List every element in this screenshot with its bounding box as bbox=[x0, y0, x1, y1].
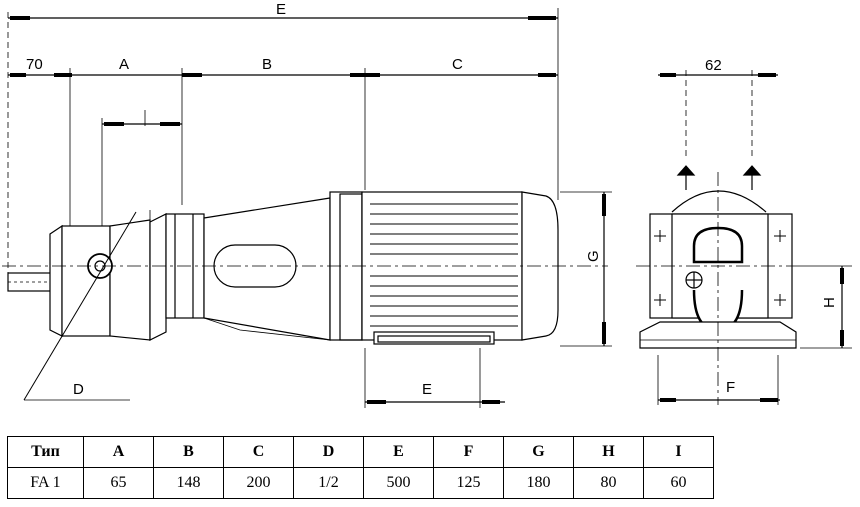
cell-type: FA 1 bbox=[7, 467, 84, 499]
adapter-bell-housing bbox=[203, 197, 331, 341]
header-cell-F: F bbox=[433, 436, 504, 468]
label-F: F bbox=[726, 379, 735, 396]
label-H: H bbox=[821, 297, 838, 308]
label-62: 62 bbox=[705, 57, 722, 74]
cell-C: 200 bbox=[223, 467, 294, 499]
cell-D: 1/2 bbox=[293, 467, 364, 499]
label-A: A bbox=[119, 56, 129, 73]
header-cell-D: D bbox=[293, 436, 364, 468]
label-D: D bbox=[73, 381, 84, 398]
table-header-row: Тип A B C D E F G H I bbox=[7, 436, 714, 468]
header-cell-E: E bbox=[363, 436, 434, 468]
label-C: C bbox=[452, 56, 463, 73]
cell-E: 500 bbox=[363, 467, 434, 499]
cell-A: 65 bbox=[83, 467, 154, 499]
label-E-overall: E bbox=[276, 1, 286, 18]
electric-motor-side bbox=[329, 191, 559, 345]
label-G: G bbox=[585, 250, 602, 262]
cell-H: 80 bbox=[573, 467, 644, 499]
dimension-F bbox=[657, 355, 780, 405]
table-row: FA 1 65 148 200 1/2 500 125 180 80 60 bbox=[7, 467, 714, 499]
cell-F: 125 bbox=[433, 467, 504, 499]
label-70: 70 bbox=[26, 56, 43, 73]
header-cell-type: Тип bbox=[7, 436, 84, 468]
header-cell-B: B bbox=[153, 436, 224, 468]
cell-G: 180 bbox=[503, 467, 574, 499]
header-cell-G: G bbox=[503, 436, 574, 468]
header-cell-H: H bbox=[573, 436, 644, 468]
pump-side-view bbox=[7, 210, 205, 401]
pump-dimension-drawing: E 70 A B C D E G 62 F H bbox=[2, 1, 852, 408]
header-cell-C: C bbox=[223, 436, 294, 468]
dimension-G bbox=[560, 191, 612, 347]
dimension-H bbox=[800, 265, 852, 349]
label-E-foot: E bbox=[422, 381, 432, 398]
label-B: B bbox=[262, 56, 272, 73]
header-cell-I: I bbox=[643, 436, 714, 468]
cell-I: 60 bbox=[643, 467, 714, 499]
header-cell-A: A bbox=[83, 436, 154, 468]
cell-B: 148 bbox=[153, 467, 224, 499]
pump-end-view bbox=[636, 70, 800, 405]
dimension-E-foot bbox=[364, 348, 505, 408]
specification-table: Тип A B C D E F G H I FA 1 65 148 200 1/… bbox=[7, 436, 714, 499]
